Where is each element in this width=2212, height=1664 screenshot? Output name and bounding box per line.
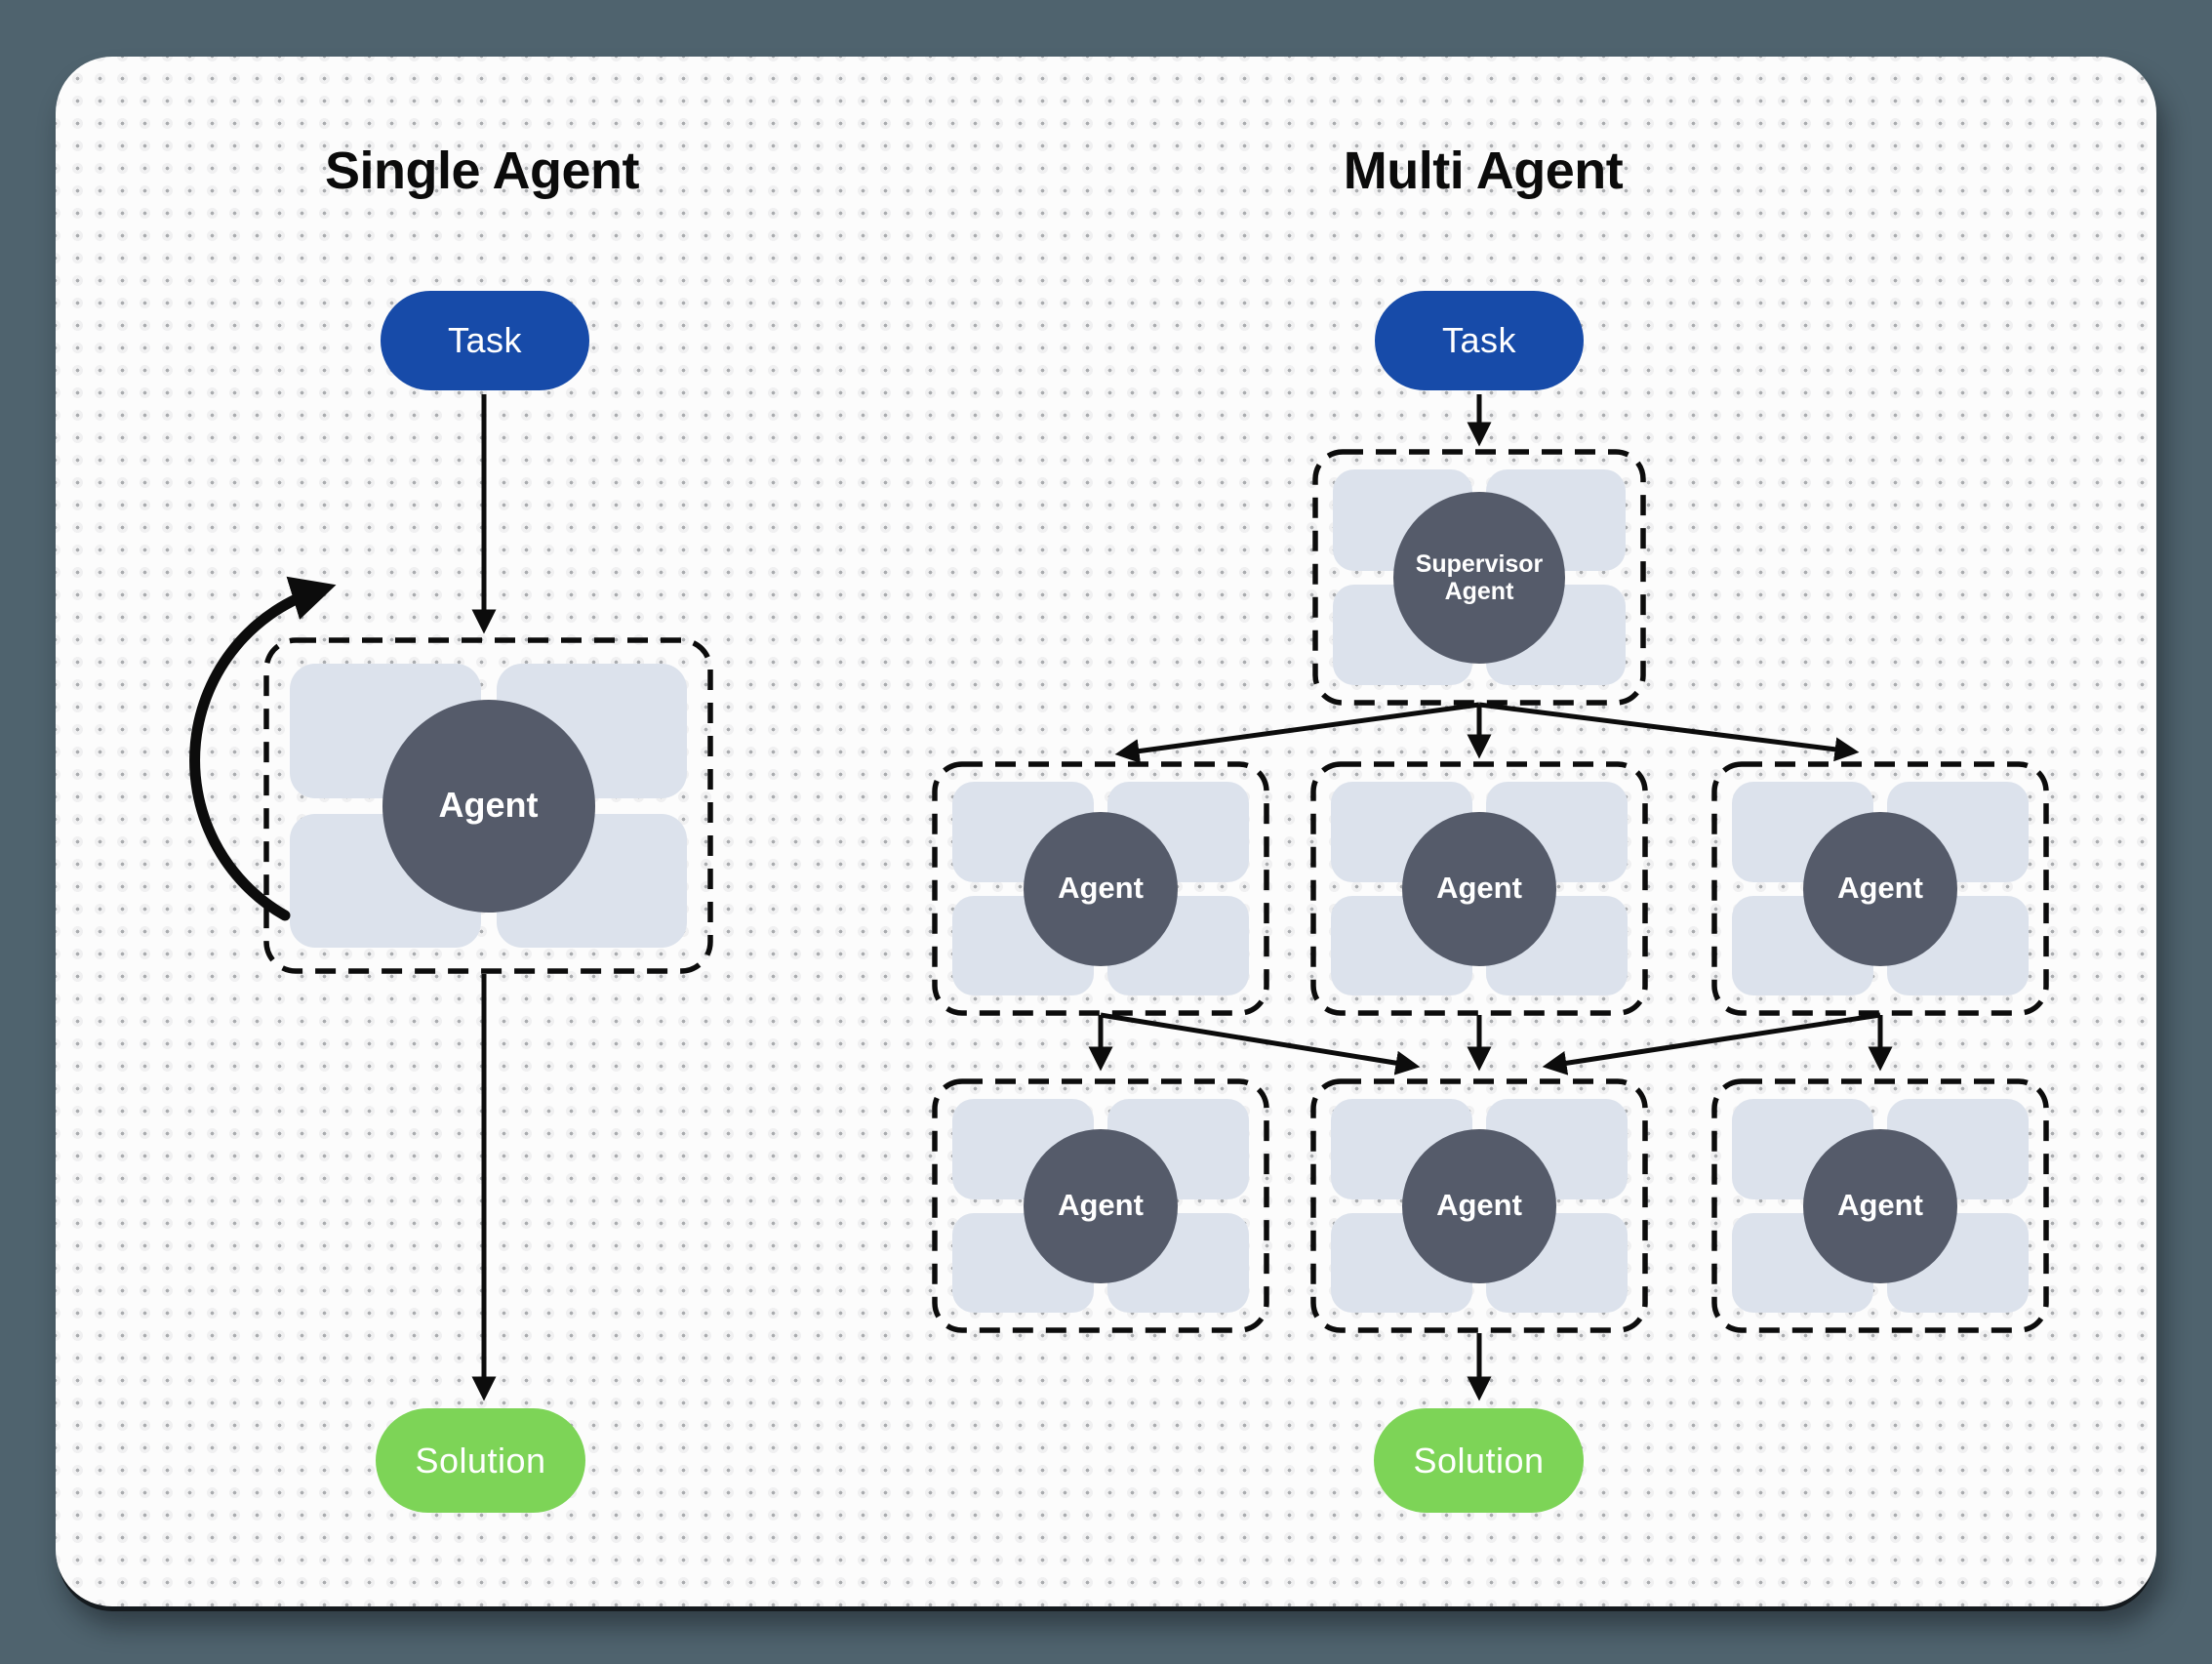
supervisor-label-line1: Supervisor (1415, 549, 1544, 578)
agent-circle: Agent (1402, 811, 1556, 966)
agent-circle: Agent (1803, 1128, 1957, 1283)
agent-circle: Agent (382, 699, 595, 913)
single-agent-title: Single Agent (324, 142, 640, 200)
single-task-pill: Task (381, 291, 589, 390)
supervisor-label-line2: Agent (1444, 577, 1514, 605)
agent-label: Agent (1837, 871, 1923, 906)
multi-agent-box-row1-1: Agent (935, 764, 1267, 1013)
agent-label: Agent (1837, 1188, 1923, 1223)
agent-circle: Agent (1402, 1128, 1556, 1283)
supervisor-agent-circle: Supervisor Agent (1393, 491, 1565, 664)
multi-agent-box-row2-2: Agent (1313, 1081, 1645, 1330)
agent-label: Agent (1436, 1188, 1522, 1223)
multi-agent-box-row2-1: Agent (935, 1081, 1267, 1330)
agent-label: Agent (1058, 1188, 1144, 1223)
single-solution-pill: Solution (376, 1408, 585, 1513)
agent-circle: Agent (1024, 811, 1178, 966)
agent-label: Agent (438, 785, 539, 826)
agent-circle: Agent (1024, 1128, 1178, 1283)
multi-agent-box-row1-2: Agent (1313, 764, 1645, 1013)
supervisor-agent-box: Supervisor Agent (1315, 452, 1643, 703)
multi-solution-pill: Solution (1374, 1408, 1584, 1513)
multi-task-pill: Task (1375, 291, 1584, 390)
multi-agent-box-row1-3: Agent (1714, 764, 2046, 1013)
agent-circle: Agent (1803, 811, 1957, 966)
agent-label: Agent (1436, 871, 1522, 906)
single-agent-box: Agent (266, 640, 710, 971)
multi-agent-box-row2-3: Agent (1714, 1081, 2046, 1330)
multi-agent-title: Multi Agent (1343, 142, 1624, 200)
agent-label: Agent (1058, 871, 1144, 906)
